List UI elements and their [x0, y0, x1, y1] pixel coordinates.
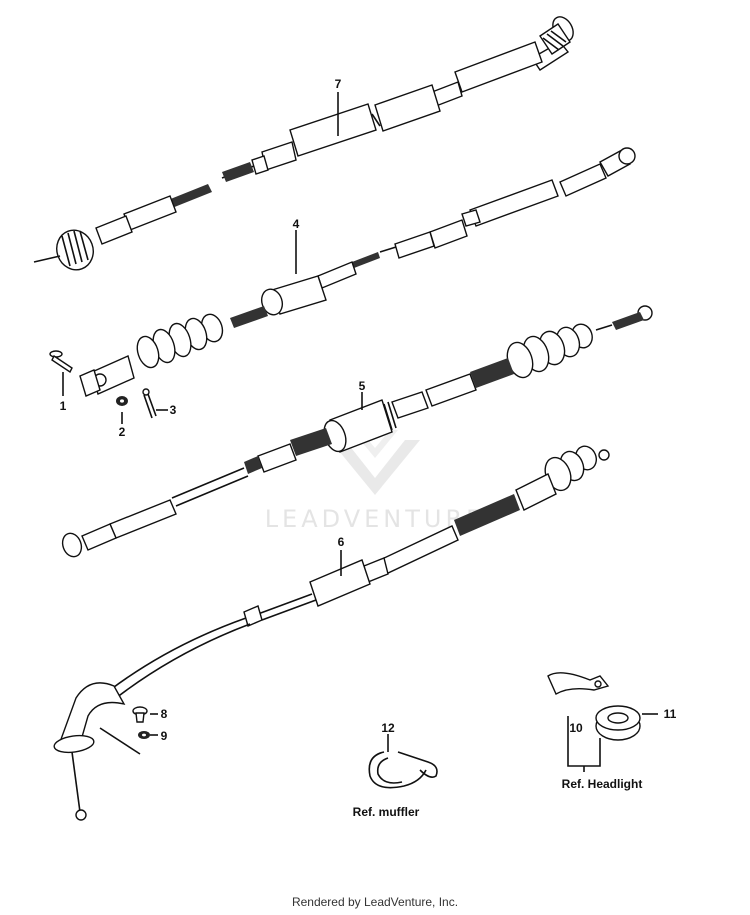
label-5: 5 — [359, 379, 366, 393]
label-8: 8 — [161, 707, 168, 721]
part-10-headlight-bracket — [547, 672, 610, 695]
label-6: 6 — [338, 535, 345, 549]
part-7-speedometer-cable — [33, 16, 574, 271]
part-6-throttle-cable — [53, 445, 610, 821]
label-11: 11 — [664, 707, 677, 721]
part-4-clutch-cable — [79, 147, 636, 397]
watermark-text: LEADVENTURE — [265, 505, 486, 533]
label-12: 12 — [381, 721, 395, 735]
part-3-cotter-pin — [142, 388, 157, 419]
part-5-cable — [61, 305, 653, 558]
part-1-clevis-pin — [49, 350, 73, 374]
ref-headlight-label: Ref. Headlight — [562, 777, 643, 791]
part-9-washer — [138, 731, 150, 739]
part-12-muffler-clip — [368, 751, 438, 789]
part-11-grommet — [595, 705, 641, 741]
part-8-screw — [132, 706, 148, 723]
label-9: 9 — [161, 729, 168, 743]
label-10: 10 — [569, 721, 583, 735]
label-7: 7 — [335, 77, 342, 91]
label-3: 3 — [170, 403, 177, 417]
footer-credit: Rendered by LeadVenture, Inc. — [291, 895, 459, 909]
watermark: LEADVENTURE — [265, 430, 486, 533]
label-4: 4 — [293, 217, 300, 231]
leader-lines — [62, 92, 658, 772]
label-1: 1 — [60, 399, 67, 413]
part-2-washer — [116, 396, 128, 406]
ref-muffler-label: Ref. muffler — [353, 805, 420, 819]
label-2: 2 — [119, 425, 126, 439]
